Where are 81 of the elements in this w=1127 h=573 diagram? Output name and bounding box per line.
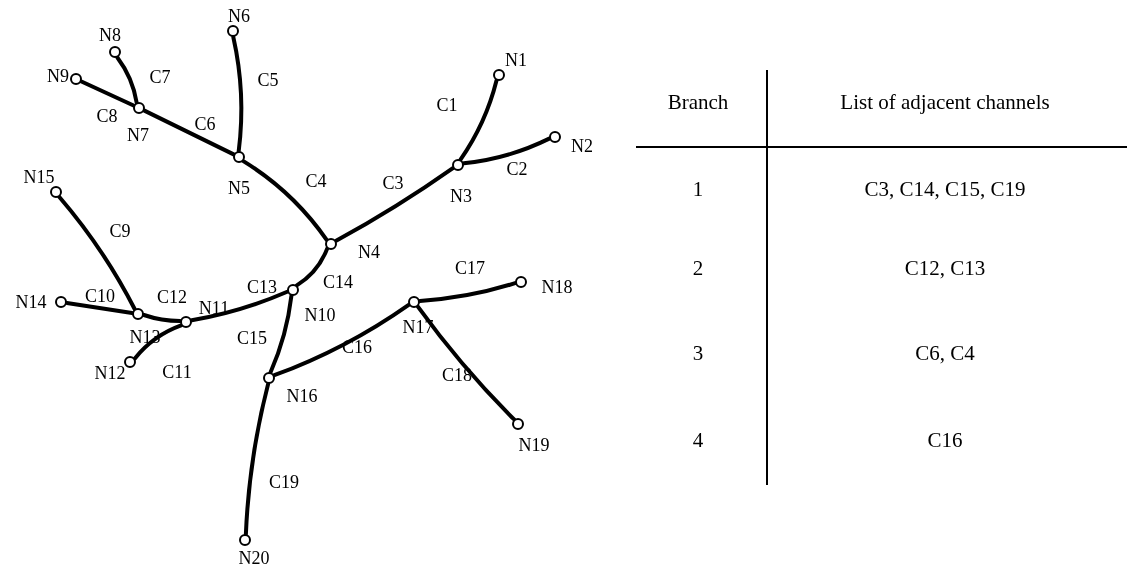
channel-line: [241, 159, 329, 242]
junction-node: [70, 73, 82, 85]
channel-line: [57, 195, 137, 311]
channel-line: [115, 55, 139, 105]
channel-line: [268, 293, 294, 375]
junction-node: [408, 296, 420, 308]
table-cell: 4: [692, 429, 704, 451]
edge-label: C12: [157, 288, 187, 306]
edge-label: C5: [257, 71, 279, 89]
junction-node: [239, 534, 251, 546]
node-label: N18: [541, 278, 573, 296]
channel-line: [461, 136, 552, 166]
junction-node: [132, 308, 144, 320]
channel-line: [189, 289, 290, 323]
junction-node: [133, 102, 145, 114]
table-cell: C12, C13: [904, 257, 986, 279]
node-label: N20: [238, 549, 270, 567]
node-label: N14: [15, 293, 47, 311]
channel-line: [64, 300, 135, 316]
node-label: N12: [94, 364, 126, 382]
channel-line: [141, 313, 183, 323]
junction-node: [109, 46, 121, 58]
edge-label: C6: [194, 115, 216, 133]
channel-line: [79, 79, 136, 108]
table-header: List of adjacent channels: [840, 91, 1050, 113]
junction-node: [493, 69, 505, 81]
edge-label: C3: [382, 174, 404, 192]
node-label: N5: [228, 179, 250, 197]
table-cell: 1: [692, 178, 704, 200]
junction-node: [452, 159, 464, 171]
junction-node: [124, 356, 136, 368]
node-label: N4: [358, 243, 380, 261]
junction-node: [180, 316, 192, 328]
node-label: N10: [304, 306, 336, 324]
edge-label: C7: [149, 68, 171, 86]
edge-label: C14: [323, 273, 353, 291]
junction-node: [50, 186, 62, 198]
edge-label: C9: [109, 222, 131, 240]
edge-label: C1: [436, 96, 458, 114]
channel-line: [334, 166, 455, 243]
table-cell: C3, C14, C15, C19: [864, 178, 1026, 200]
channel-line: [415, 304, 517, 422]
edge-label: C4: [305, 172, 327, 190]
junction-node: [263, 372, 275, 384]
node-label: N9: [47, 67, 69, 85]
channel-line: [272, 302, 411, 378]
edge-label: C10: [85, 287, 115, 305]
node-label: N6: [228, 7, 250, 25]
channel-line: [294, 246, 330, 288]
table-cell: C6, C4: [915, 342, 975, 364]
table-cell: C16: [927, 429, 963, 451]
node-label: N3: [450, 187, 472, 205]
node-label: N8: [99, 26, 121, 44]
table-header: Branch: [667, 91, 729, 113]
node-label: N1: [505, 51, 527, 69]
channel-line: [243, 381, 271, 537]
channel-line: [458, 78, 499, 162]
edge-label: C15: [237, 329, 267, 347]
node-label: N19: [518, 436, 550, 454]
junction-node: [55, 296, 67, 308]
channel-line: [417, 281, 518, 303]
node-label: N7: [127, 126, 149, 144]
edge-label: C2: [506, 160, 528, 178]
junction-node: [287, 284, 299, 296]
junction-node: [549, 131, 561, 143]
node-label: N15: [23, 168, 55, 186]
junction-node: [233, 151, 245, 163]
channel-line: [231, 35, 244, 153]
node-label: N2: [571, 137, 593, 155]
junction-node: [512, 418, 524, 430]
channel-line: [142, 108, 236, 157]
table-cell: 2: [692, 257, 704, 279]
node-label: N16: [286, 387, 318, 405]
junction-node: [227, 25, 239, 37]
edge-label: C19: [269, 473, 299, 491]
table-cell: 3: [692, 342, 704, 364]
edge-label: C8: [96, 107, 118, 125]
edge-label: C11: [162, 363, 192, 381]
edge-label: C13: [247, 278, 277, 296]
edge-label: C17: [455, 259, 485, 277]
junction-node: [515, 276, 527, 288]
